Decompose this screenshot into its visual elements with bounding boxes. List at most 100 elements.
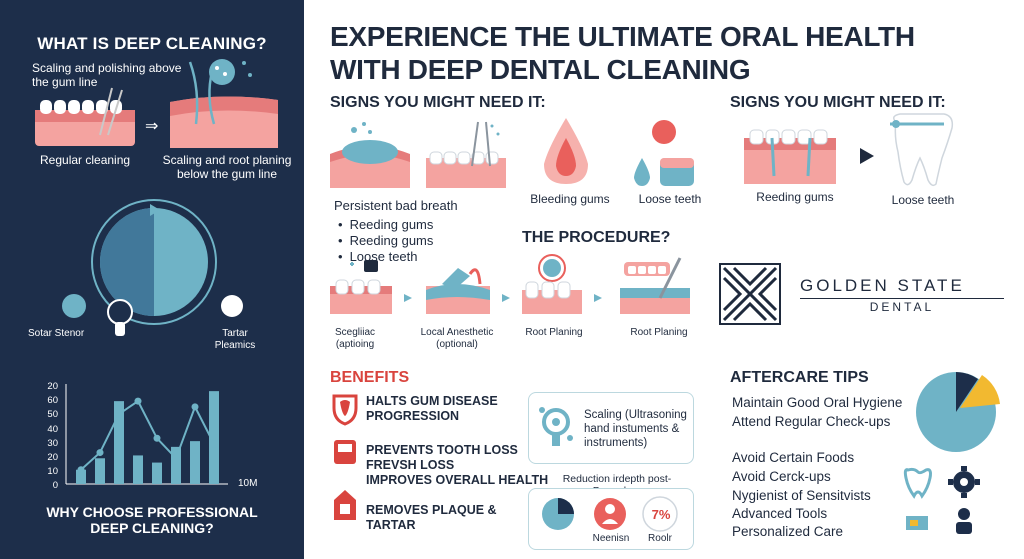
chart-bar [152, 462, 162, 484]
benefit-item: PREVENTS TOOTH LOSS FREVSH LOSS IMPROVES… [366, 443, 548, 488]
y-tick: 40 [47, 423, 58, 435]
chart-bar [114, 401, 124, 484]
golden-state-logo-icon [719, 263, 781, 325]
chart-point [153, 434, 161, 442]
brand-subtitle: DENTAL [869, 300, 935, 314]
benefit-line: TARTAR [366, 518, 416, 532]
aftercare-tip: Avoid Cerck-ups [732, 469, 831, 484]
aftercare-tip: Personalized Care [732, 524, 844, 539]
step-line: Root Planing [630, 327, 688, 338]
sotar-icon [62, 294, 86, 318]
benefit-item: HALTS GUM DISEASE PROGRESSION [366, 394, 498, 424]
scaling-illustration [170, 59, 278, 148]
page-title: EXPERIENCE THE ULTIMATE ORAL HEALTH WITH… [330, 21, 915, 85]
procedure-step-label: Scegliiac (aptioing [318, 327, 392, 351]
bullet-item: Reeding gums [338, 217, 434, 232]
procedure-step-label: Root Planing [514, 327, 594, 339]
above-gumline-caption: Scaling and polishing above the gum line [32, 61, 182, 89]
tooth-icon [107, 299, 133, 325]
signs-right-illustrations [744, 113, 954, 187]
bleeding-gums-label: Bleeding gums [530, 192, 610, 206]
scaling-planing-label: Scaling and root planing below the gum l… [162, 153, 292, 181]
left-illustrations: ⇒ [35, 59, 278, 485]
benefit-item: REMOVES PLAQUE & TARTAR [366, 503, 497, 533]
benefit-line: PROGRESSION [366, 409, 460, 423]
y-tick: 20 [47, 381, 58, 392]
chart-line [80, 399, 215, 471]
aftercare-title: AFTERCARE TIPS [730, 369, 869, 386]
arrow-right-icon [860, 148, 874, 164]
chart-point [210, 440, 218, 448]
aftercare-tip: Avoid Certain Foods [732, 450, 855, 465]
cycle-diagram [62, 199, 243, 336]
aftercare-tip: Advanced Tools [732, 506, 828, 521]
percent-badge: 7% [651, 507, 671, 522]
chart-point [115, 410, 123, 418]
aftercare-pie-chart [916, 372, 1000, 452]
chart-point [96, 449, 104, 457]
y-tick: 20 [47, 452, 58, 464]
benefit-line: REMOVES PLAQUE & [366, 503, 497, 517]
sotar-label: Sotar Stenor [28, 328, 85, 339]
step-line: (aptioing [335, 339, 375, 350]
regular-cleaning-illustration [35, 87, 135, 146]
procedure-step-label: Local Anesthetic (optional) [412, 327, 502, 351]
bad-breath-label: Persistent bad breath [334, 198, 458, 213]
signs-right-title: SIGNS YOU MIGHT NEED IT: [730, 94, 946, 111]
chart-y-ticks: 20 60 50 40 30 20 10 0 [34, 380, 58, 494]
chart-point [134, 397, 142, 405]
y-tick: 30 [47, 437, 58, 449]
chart-bar [95, 458, 105, 484]
bullet-item: Reeding gums [338, 233, 434, 248]
loose-teeth-label: Loose teeth [638, 192, 702, 206]
benefit-line: PREVENTS TOOTH LOSS [366, 443, 518, 457]
aftercare-tip: Attend Regular Check-ups [732, 414, 891, 429]
chart-x-end-label: 10M [238, 478, 258, 489]
procedure-title: THE PROCEDURE? [522, 229, 671, 246]
left-bar-chart [65, 384, 228, 485]
chart-bar [190, 441, 200, 484]
chart-point [77, 466, 85, 474]
aftercare-icons [903, 466, 980, 534]
procedure-illustrations [330, 254, 690, 314]
chart-bar [171, 446, 181, 484]
benefit-line: FREVSH LOSS [366, 458, 455, 472]
why-choose-title: WHY CHOOSE PROFESSIONAL DEEP CLEANING? [46, 504, 258, 536]
benefit-line: IMPROVES OVERALL HEALTH [366, 473, 549, 487]
left-panel-title: WHAT IS DEEP CLEANING? [37, 34, 267, 53]
arrow-icon: ⇒ [145, 118, 158, 135]
tartar-label: Tartar Pleamics [214, 328, 256, 351]
reduction-icons [542, 496, 678, 532]
aftercare-tip: Maintain Good Oral Hygiene [732, 395, 903, 410]
benefits-title: BENEFITS [330, 369, 410, 386]
roolr-label: Roolr [648, 533, 672, 544]
step-line: Local Anesthetic [420, 327, 494, 338]
signs-title: SIGNS YOU MIGHT NEED IT: [330, 94, 546, 111]
y-tick: 50 [47, 409, 58, 421]
ultrasonic-icon [539, 407, 573, 446]
chart-bar [209, 391, 219, 484]
person-icon [958, 508, 970, 520]
y-tick: 10 [47, 466, 58, 478]
signs-illustrations [330, 118, 694, 188]
brand-divider [800, 298, 1004, 299]
y-tick: 60 [47, 395, 58, 407]
chart-bar [133, 455, 143, 484]
tartar-icon [221, 295, 243, 317]
chart-bar [76, 469, 86, 484]
aftercare-tip: Nygienist of Sensitvists [732, 488, 871, 503]
tooth-icon [903, 467, 932, 499]
procedure-step-label: Root Planing [614, 327, 704, 339]
y-tick: 0 [52, 480, 58, 492]
chart-point [172, 454, 180, 462]
neenisn-label: Neenisn [592, 533, 630, 544]
brand-name: GOLDEN STATE [800, 276, 965, 295]
reeding-gums-label: Reeding gums [756, 190, 834, 204]
step-line: Root Planing [525, 327, 583, 338]
regular-cleaning-label: Regular cleaning [40, 153, 131, 167]
benefit-icons [332, 394, 358, 520]
benefit-line: HALTS GUM DISEASE [366, 394, 498, 408]
tooth-icon [893, 113, 954, 187]
step-line: Scegliiac [334, 327, 376, 338]
step-line: (optional) [436, 339, 478, 350]
